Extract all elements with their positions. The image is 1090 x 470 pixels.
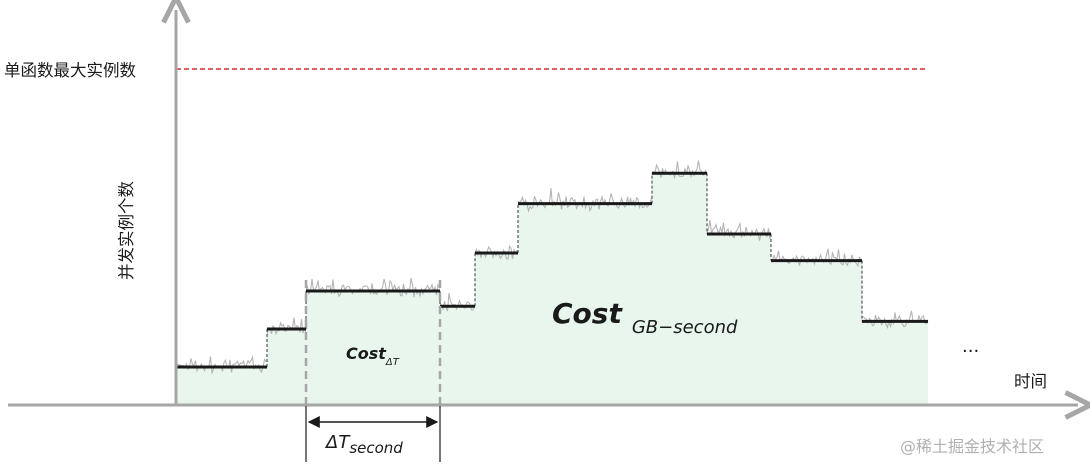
fluctuation-line xyxy=(651,160,707,180)
x-axis-label: 时间 xyxy=(1014,372,1047,391)
step-segments xyxy=(176,171,928,369)
delta-t-label: ΔTsecond xyxy=(324,432,403,457)
fluctuation-line xyxy=(305,277,441,298)
max-instances-label: 单函数最大实例数 xyxy=(4,61,137,80)
watermark-text: @稀土掘金技术社区 xyxy=(900,437,1044,456)
y-axis-label: 并发实例个数 xyxy=(117,181,136,281)
cost-delta-label: CostΔT xyxy=(346,344,400,368)
fluctuation-line xyxy=(706,219,771,241)
usage-area xyxy=(176,173,928,405)
continuation-ellipsis: ... xyxy=(962,336,979,357)
